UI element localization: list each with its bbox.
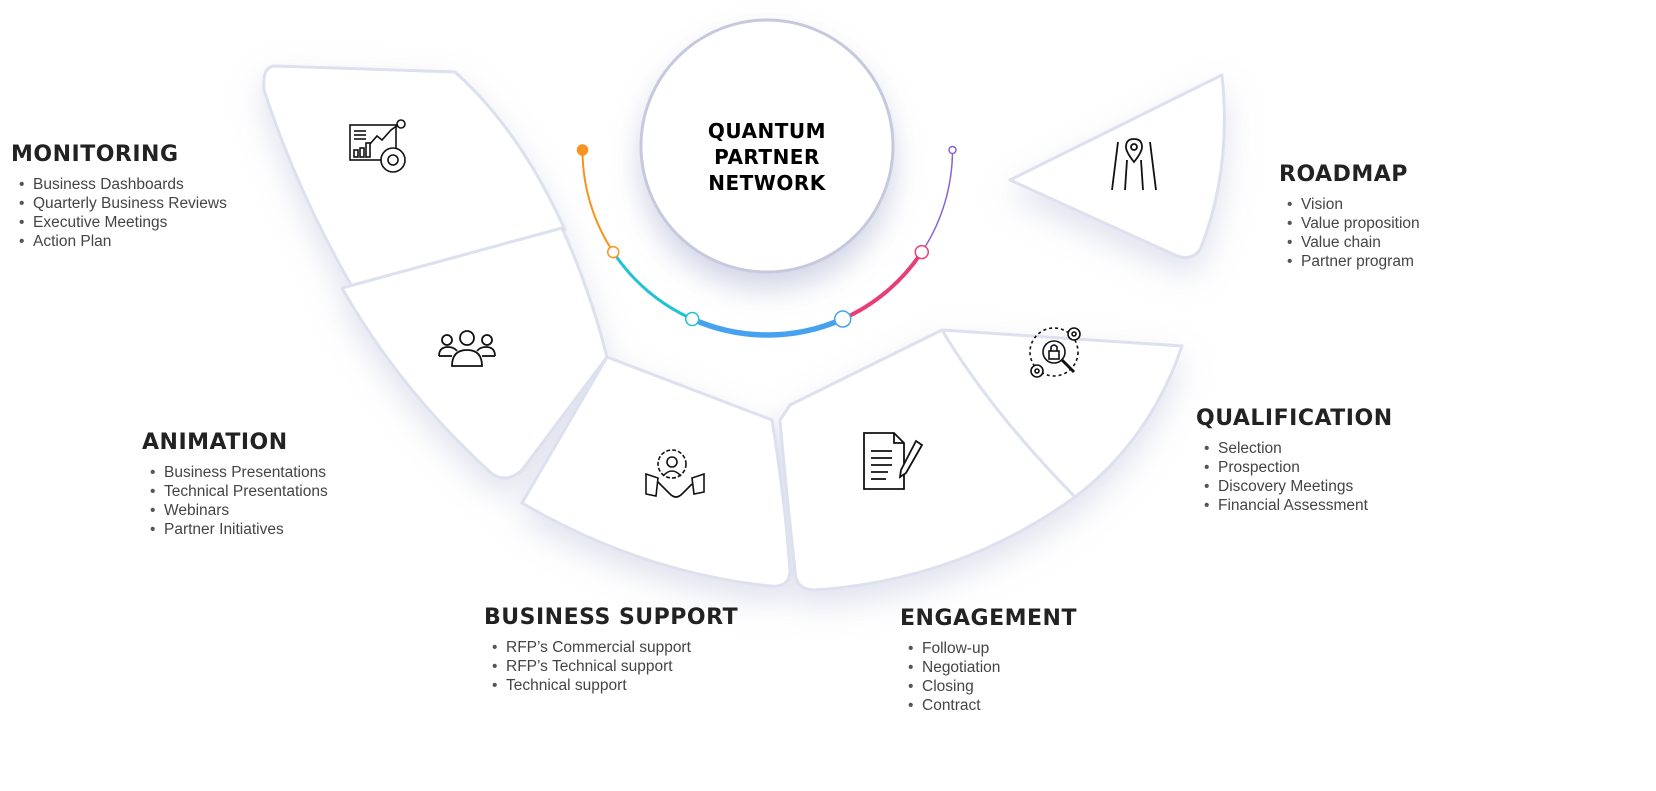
list-item: Prospection xyxy=(1204,458,1393,477)
section-title: ENGAGEMENT xyxy=(900,606,1077,631)
list-item: Technical support xyxy=(492,676,738,695)
arc-segment xyxy=(581,149,615,253)
list-item: RFP’s Commercial support xyxy=(492,638,738,657)
segment-roadmap xyxy=(1008,73,1226,260)
segment-animation xyxy=(340,226,609,480)
list-item: Value proposition xyxy=(1287,214,1420,233)
center-hub xyxy=(639,18,895,274)
section-title: ANIMATION xyxy=(142,430,288,455)
section-monitoring: MONITORING Business DashboardsQuarterly … xyxy=(11,142,227,251)
list-item: Negotiation xyxy=(908,658,1077,677)
section-roadmap: ROADMAP VisionValue propositionValue cha… xyxy=(1279,162,1420,271)
list-item: Discovery Meetings xyxy=(1204,477,1393,496)
section-business-support: BUSINESS SUPPORT RFP’s Commercial suppor… xyxy=(484,605,738,695)
section-qualification: QUALIFICATION SelectionProspectionDiscov… xyxy=(1196,406,1393,515)
segment-business-support xyxy=(520,355,792,588)
arc-node xyxy=(606,245,620,259)
list-item: Technical Presentations xyxy=(150,482,328,501)
list-item: Partner program xyxy=(1287,252,1420,271)
arc-node xyxy=(685,311,700,327)
arc-node xyxy=(914,244,930,260)
handshake-gear-icon xyxy=(645,449,705,498)
center-title-line: PARTNER xyxy=(714,145,820,169)
arc-node xyxy=(833,310,852,328)
list-item: Financial Assessment xyxy=(1204,496,1393,515)
center-title: QUANTUM PARTNER NETWORK xyxy=(672,118,862,196)
section-animation: ANIMATION Business PresentationsTechnica… xyxy=(142,430,328,539)
progress-arc xyxy=(576,144,957,338)
list-item: Action Plan xyxy=(19,232,227,251)
road-location-pin-icon xyxy=(1111,138,1157,191)
list-item: Partner Initiatives xyxy=(150,520,328,539)
center-title-line: QUANTUM xyxy=(707,119,827,143)
dashboard-analytics-icon xyxy=(349,119,406,173)
list-item: Selection xyxy=(1204,439,1393,458)
segment-qualification xyxy=(940,328,1184,499)
list-item: Webinars xyxy=(150,501,328,520)
list-item: Quarterly Business Reviews xyxy=(19,194,227,213)
section-engagement: ENGAGEMENT Follow-upNegotiationClosingCo… xyxy=(900,606,1077,715)
list-item: Value chain xyxy=(1287,233,1420,252)
list-item: Contract xyxy=(908,696,1077,715)
list-item: Business Presentations xyxy=(150,463,328,482)
contract-pen-icon xyxy=(863,432,924,490)
arc-node xyxy=(948,145,957,155)
list-item: Executive Meetings xyxy=(19,213,227,232)
section-title: MONITORING xyxy=(11,142,179,167)
section-title: QUALIFICATION xyxy=(1196,406,1393,431)
section-title: ROADMAP xyxy=(1279,162,1408,187)
arc-node xyxy=(576,144,589,156)
segment-monitoring xyxy=(262,64,567,302)
arc-segment xyxy=(691,316,844,338)
team-group-icon xyxy=(438,330,496,367)
list-item: Vision xyxy=(1287,195,1420,214)
list-item: Closing xyxy=(908,677,1077,696)
center-title-line: NETWORK xyxy=(708,171,826,195)
list-item: Business Dashboards xyxy=(19,175,227,194)
section-title: BUSINESS SUPPORT xyxy=(484,605,739,630)
list-item: Follow-up xyxy=(908,639,1077,658)
arc-segment xyxy=(921,149,954,253)
list-item: RFP’s Technical support xyxy=(492,657,738,676)
arc-segment xyxy=(841,251,924,321)
arc-segment xyxy=(611,251,693,321)
search-lock-gears-icon xyxy=(1029,327,1081,378)
